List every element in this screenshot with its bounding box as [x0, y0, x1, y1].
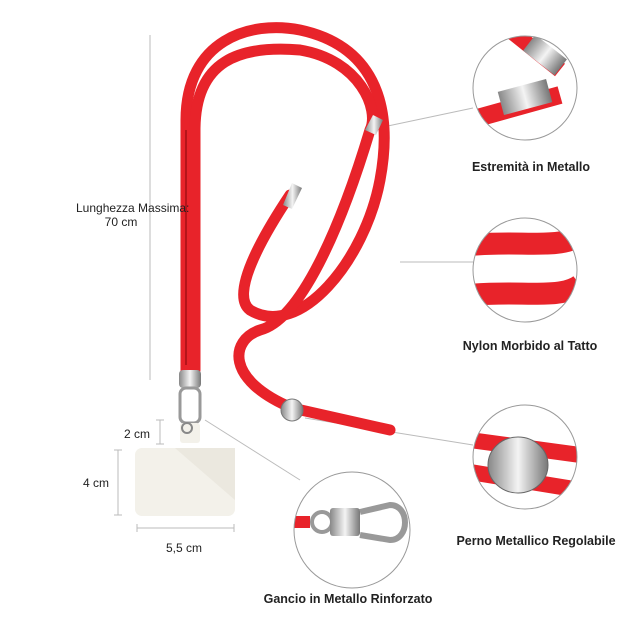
card-width-label: 5,5 cm	[166, 541, 203, 555]
feature-nylon: Nylon Morbido al Tatto	[462, 339, 598, 353]
card-height-label: 4 cm	[83, 476, 110, 490]
detail-nylon	[473, 218, 577, 322]
feature-metal-tips: Estremità in Metallo	[471, 160, 591, 174]
detail-adjuster	[473, 405, 577, 509]
tab-height-label: 2 cm	[124, 427, 151, 441]
detail-metal-tips	[473, 36, 577, 140]
max-length-value: 70 cm	[104, 215, 138, 229]
detail-hook	[294, 472, 410, 588]
cord	[180, 22, 396, 436]
feature-adjuster: Perno Metallico Regolabile	[456, 534, 616, 548]
max-length-title: Lunghezza Massima:	[76, 201, 190, 215]
max-length-label: Lunghezza Massima: 70 cm	[76, 201, 190, 229]
feature-hook: Gancio in Metallo Rinforzato	[263, 592, 433, 606]
